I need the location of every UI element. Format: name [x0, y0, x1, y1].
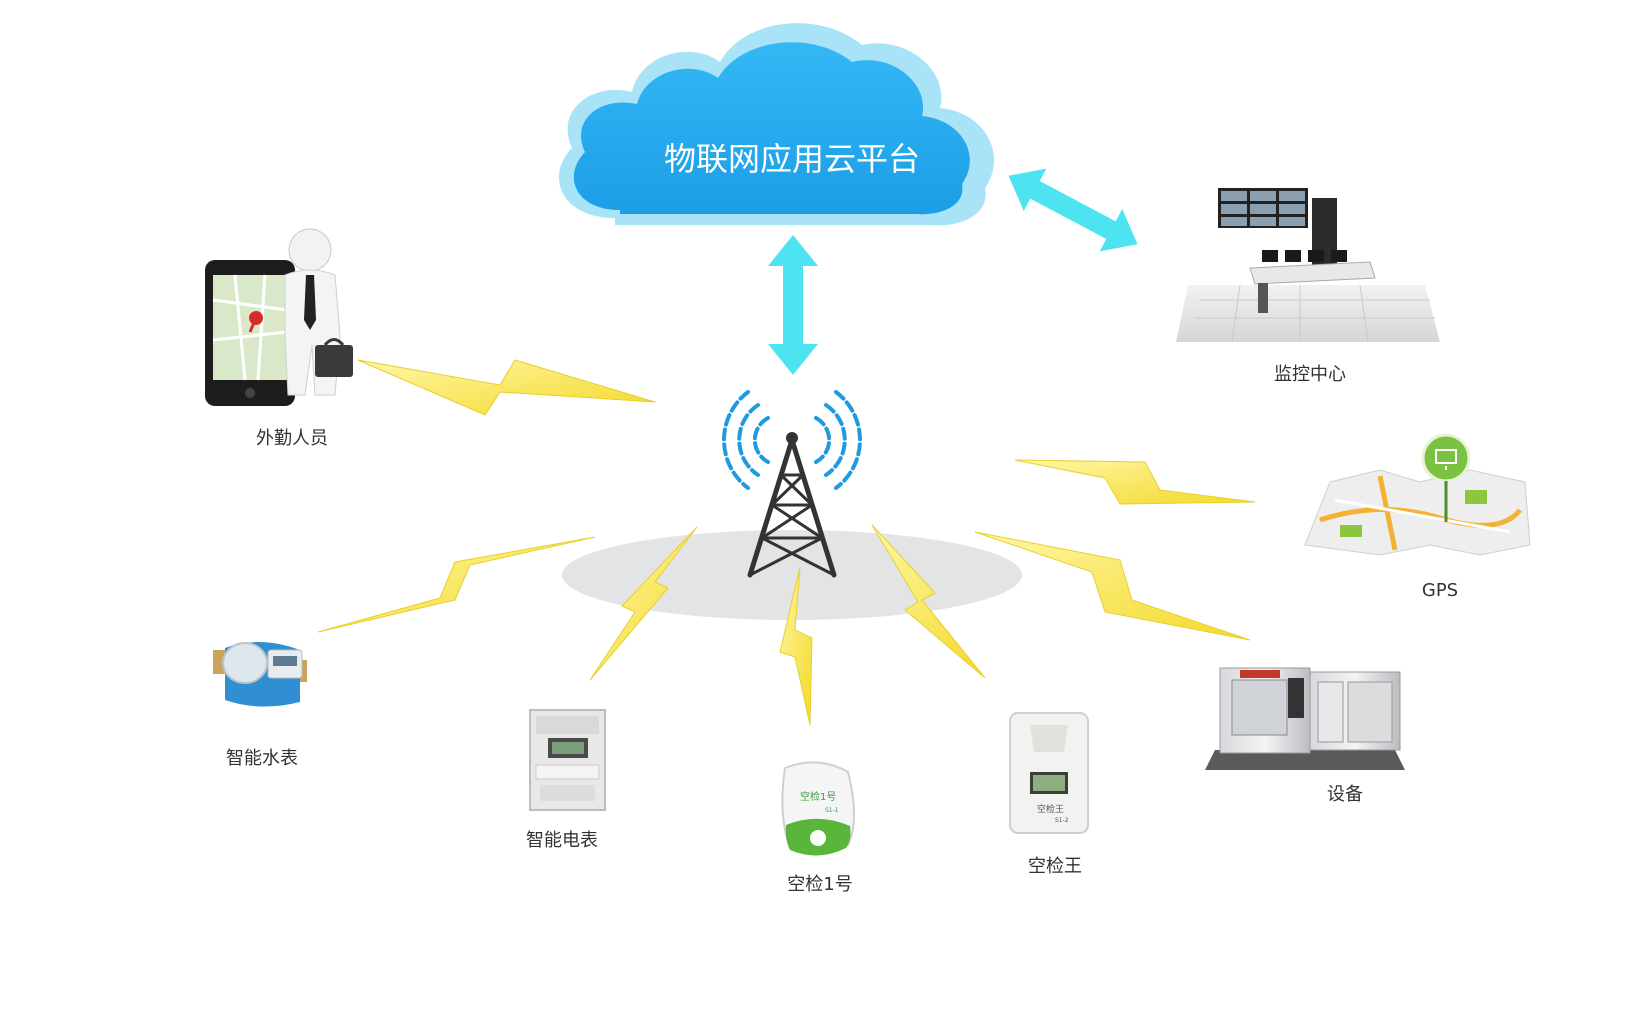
cloud-body	[573, 42, 970, 215]
bolt-electric-meter	[589, 526, 698, 681]
bolt-air-check-king	[871, 524, 986, 679]
cloud-platform	[558, 23, 995, 226]
label-field-staff: 外勤人员	[256, 428, 328, 449]
cloud-tower-arrow	[768, 235, 818, 375]
air-sensor-box-icon: 空检王 S1-2	[1009, 712, 1089, 834]
air-sensor-king-text: 空检王	[1037, 803, 1064, 815]
label-air-check-king: 空检王	[1028, 856, 1082, 877]
lightning-bolts	[317, 359, 1256, 726]
label-water-meter: 智能水表	[226, 748, 298, 769]
air-sensor-1-text: 空检1号	[800, 790, 836, 803]
label-monitor-center: 监控中心	[1274, 364, 1346, 385]
air-sensor-1-code: S1-1	[825, 807, 839, 814]
water-meter-icon	[213, 641, 307, 707]
cloud-title: 物联网应用云平台	[664, 140, 920, 178]
electric-meter-icon	[529, 709, 606, 811]
air-sensor-icon: 空检1号 S1-1	[781, 761, 855, 856]
businessman-figure	[284, 228, 353, 396]
label-air-check-1: 空检1号	[787, 874, 852, 895]
bolt-gps	[1014, 459, 1256, 505]
signal-tower-icon	[722, 390, 862, 578]
label-gps: GPS	[1422, 580, 1458, 601]
monitor-room-icon	[1176, 188, 1440, 343]
industrial-machine-icon	[1205, 667, 1405, 770]
air-sensor-king-code: S1-2	[1055, 817, 1069, 824]
label-electric-meter: 智能电表	[526, 830, 598, 851]
smartphone-map-icon	[205, 260, 295, 406]
cloud-monitor-arrow	[1008, 168, 1138, 252]
bolt-field-staff	[357, 359, 656, 416]
bolt-water-meter	[317, 536, 596, 633]
label-equipment: 设备	[1327, 784, 1363, 805]
bolt-air-check-1	[779, 566, 813, 726]
bolt-equipment	[974, 531, 1251, 641]
gps-map-pin-icon	[1304, 433, 1531, 556]
